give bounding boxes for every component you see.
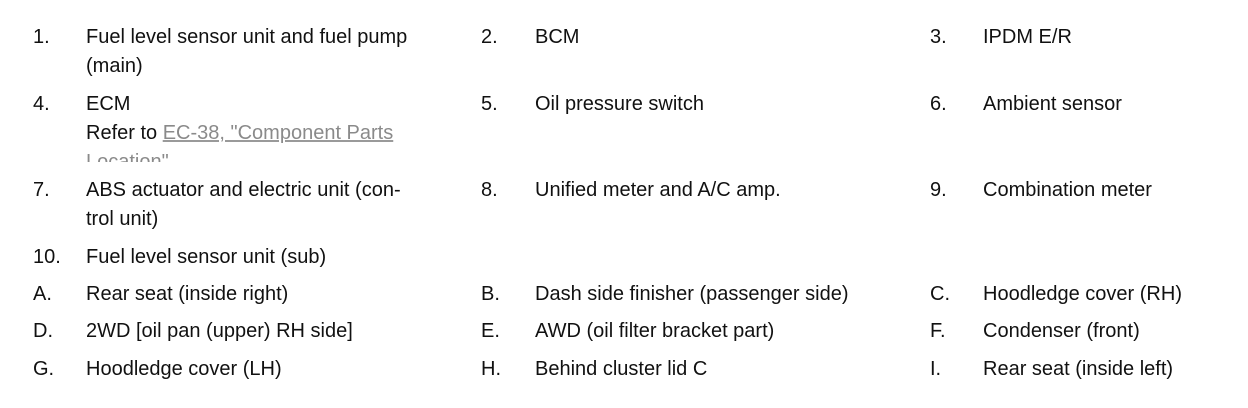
item-label-line-1: ECM [86, 93, 131, 115]
legend-row-3: 7. ABS actuator and electric unit (con- … [0, 176, 1248, 236]
item-number: 10. [33, 246, 61, 268]
item-label-line-1: Fuel level sensor unit and fuel pump [86, 26, 408, 48]
legend-row-5: A. Rear seat (inside right) B. Dash side… [0, 280, 1248, 310]
item-label: Hoodledge cover (LH) [86, 358, 282, 380]
item-label: Oil pressure switch [535, 93, 704, 115]
item-label: Hoodledge cover (RH) [983, 283, 1182, 305]
item-letter: D. [33, 320, 53, 342]
item-letter: A. [33, 283, 52, 305]
item-label: 2WD [oil pan (upper) RH side] [86, 320, 353, 342]
item-label: Rear seat (inside right) [86, 283, 289, 305]
item-letter: F. [930, 320, 946, 342]
cross-reference-line-2: Location" [86, 148, 466, 162]
ec-38-reference-link-cont[interactable]: Location" [86, 151, 169, 162]
item-letter: C. [930, 283, 950, 305]
item-label: Unified meter and A/C amp. [535, 179, 781, 201]
item-label: Fuel level sensor unit (sub) [86, 246, 327, 268]
item-label: BCM [535, 26, 580, 48]
item-label: IPDM E/R [983, 26, 1072, 48]
item-label-line-2: (main) [86, 55, 143, 77]
item-label: Dash side finisher (passenger side) [535, 283, 849, 305]
item-letter: G. [33, 358, 55, 380]
item-number: 4. [33, 93, 50, 115]
item-letter: B. [481, 283, 500, 305]
item-label: Ambient sensor [983, 93, 1122, 115]
item-number: 2. [481, 26, 498, 48]
ec-38-reference-link[interactable]: EC-38, "Component Parts [162, 122, 394, 144]
item-letter: E. [481, 320, 500, 342]
item-number: 3. [930, 26, 947, 48]
legend-row-4: 10. Fuel level sensor unit (sub) [0, 243, 1248, 273]
item-number: 5. [481, 93, 498, 115]
item-letter: H. [481, 358, 501, 380]
legend-row-2: 4. ECM Refer to EC-38, "Component Parts … [0, 90, 1248, 170]
item-label: Condenser (front) [983, 320, 1140, 342]
item-number: 9. [930, 179, 947, 201]
item-label: Rear seat (inside left) [983, 358, 1174, 380]
item-label: AWD (oil filter bracket part) [535, 320, 775, 342]
item-letter: I. [930, 358, 942, 380]
item-number: 1. [33, 26, 50, 48]
item-label-line-1: ABS actuator and electric unit (con- [86, 179, 401, 201]
legend-row-7: G. Hoodledge cover (LH) H. Behind cluste… [0, 355, 1248, 385]
item-label-line-2: trol unit) [86, 208, 159, 230]
item-label: Fuel level sensor unit and fuel pump (ma… [86, 23, 466, 81]
legend-row-6: D. 2WD [oil pan (upper) RH side] E. AWD … [0, 317, 1248, 347]
legend-row-1: 1. Fuel level sensor unit and fuel pump … [0, 23, 1248, 83]
item-label: ECM Refer to EC-38, "Component Parts Loc… [86, 90, 466, 162]
item-label: ABS actuator and electric unit (con- tro… [86, 176, 466, 234]
item-label: Behind cluster lid C [535, 358, 708, 380]
item-number: 6. [930, 93, 947, 115]
item-number: 8. [481, 179, 498, 201]
item-number: 7. [33, 179, 50, 201]
refer-text: Refer to [86, 122, 163, 144]
cross-reference: Refer to EC-38, "Component Parts [86, 119, 466, 148]
item-label: Combination meter [983, 179, 1152, 201]
